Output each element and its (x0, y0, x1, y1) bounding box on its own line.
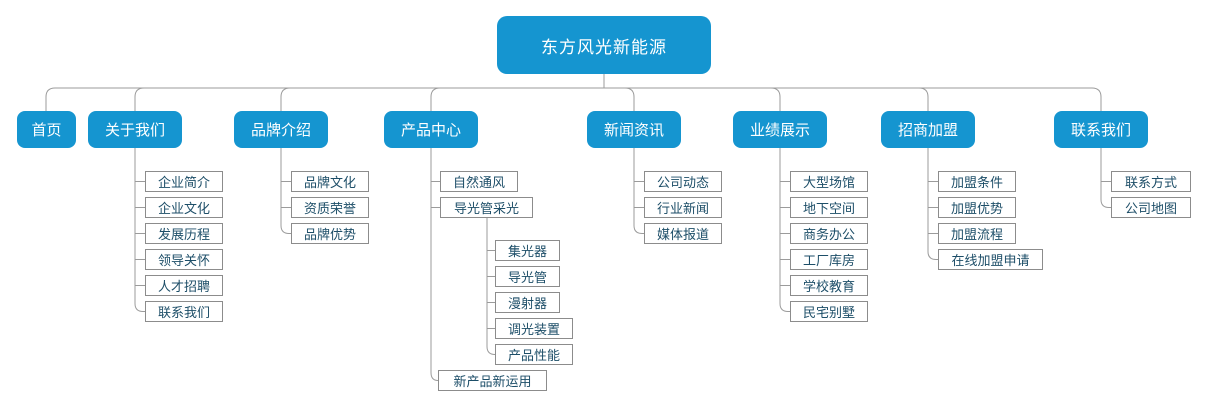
leaf-recruitment[interactable]: 人才招聘 (145, 275, 223, 296)
node-achievements[interactable]: 业绩展示 (733, 111, 827, 148)
leaf-company-news[interactable]: 公司动态 (644, 171, 722, 192)
leaf-light-pipe-daylighting[interactable]: 导光管采光 (440, 197, 533, 218)
leaf-light-pipe[interactable]: 导光管 (495, 266, 560, 287)
leaf-corporate-culture[interactable]: 企业文化 (145, 197, 223, 218)
node-franchise[interactable]: 招商加盟 (881, 111, 975, 148)
leaf-product-performance[interactable]: 产品性能 (495, 344, 573, 365)
leaf-media-reports[interactable]: 媒体报道 (644, 223, 722, 244)
node-root[interactable]: 东方风光新能源 (497, 16, 711, 74)
node-about-us[interactable]: 关于我们 (88, 111, 182, 148)
leaf-dimming-device[interactable]: 调光装置 (495, 318, 573, 339)
leaf-large-venues[interactable]: 大型场馆 (790, 171, 868, 192)
node-news[interactable]: 新闻资讯 (587, 111, 681, 148)
node-contact-us[interactable]: 联系我们 (1054, 111, 1148, 148)
leaf-underground-space[interactable]: 地下空间 (790, 197, 868, 218)
leaf-development-history[interactable]: 发展历程 (145, 223, 223, 244)
leaf-factory-warehouse[interactable]: 工厂库房 (790, 249, 868, 270)
leaf-franchise-conditions[interactable]: 加盟条件 (938, 171, 1016, 192)
leaf-natural-ventilation[interactable]: 自然通风 (440, 171, 518, 192)
leaf-franchise-advantages[interactable]: 加盟优势 (938, 197, 1016, 218)
leaf-contact-us[interactable]: 联系我们 (145, 301, 223, 322)
leaf-collector[interactable]: 集光器 (495, 240, 560, 261)
leaf-franchise-process[interactable]: 加盟流程 (938, 223, 1016, 244)
leaf-school-education[interactable]: 学校教育 (790, 275, 868, 296)
leaf-residential-villa[interactable]: 民宅别墅 (790, 301, 868, 322)
leaf-brand-advantage[interactable]: 品牌优势 (291, 223, 369, 244)
leaf-company-profile[interactable]: 企业简介 (145, 171, 223, 192)
leaf-company-map[interactable]: 公司地图 (1111, 197, 1191, 218)
leaf-brand-culture[interactable]: 品牌文化 (291, 171, 369, 192)
leaf-new-product-applications[interactable]: 新产品新运用 (438, 370, 547, 391)
leaf-industry-news[interactable]: 行业新闻 (644, 197, 722, 218)
leaf-contact-info[interactable]: 联系方式 (1111, 171, 1191, 192)
leaf-business-office[interactable]: 商务办公 (790, 223, 868, 244)
node-brand-intro[interactable]: 品牌介绍 (234, 111, 328, 148)
node-home[interactable]: 首页 (17, 111, 76, 148)
node-product-center[interactable]: 产品中心 (384, 111, 478, 148)
leaf-online-franchise-application[interactable]: 在线加盟申请 (938, 249, 1043, 270)
leaf-qualifications-honors[interactable]: 资质荣誉 (291, 197, 369, 218)
leaf-diffuser[interactable]: 漫射器 (495, 292, 560, 313)
leaf-leadership-care[interactable]: 领导关怀 (145, 249, 223, 270)
